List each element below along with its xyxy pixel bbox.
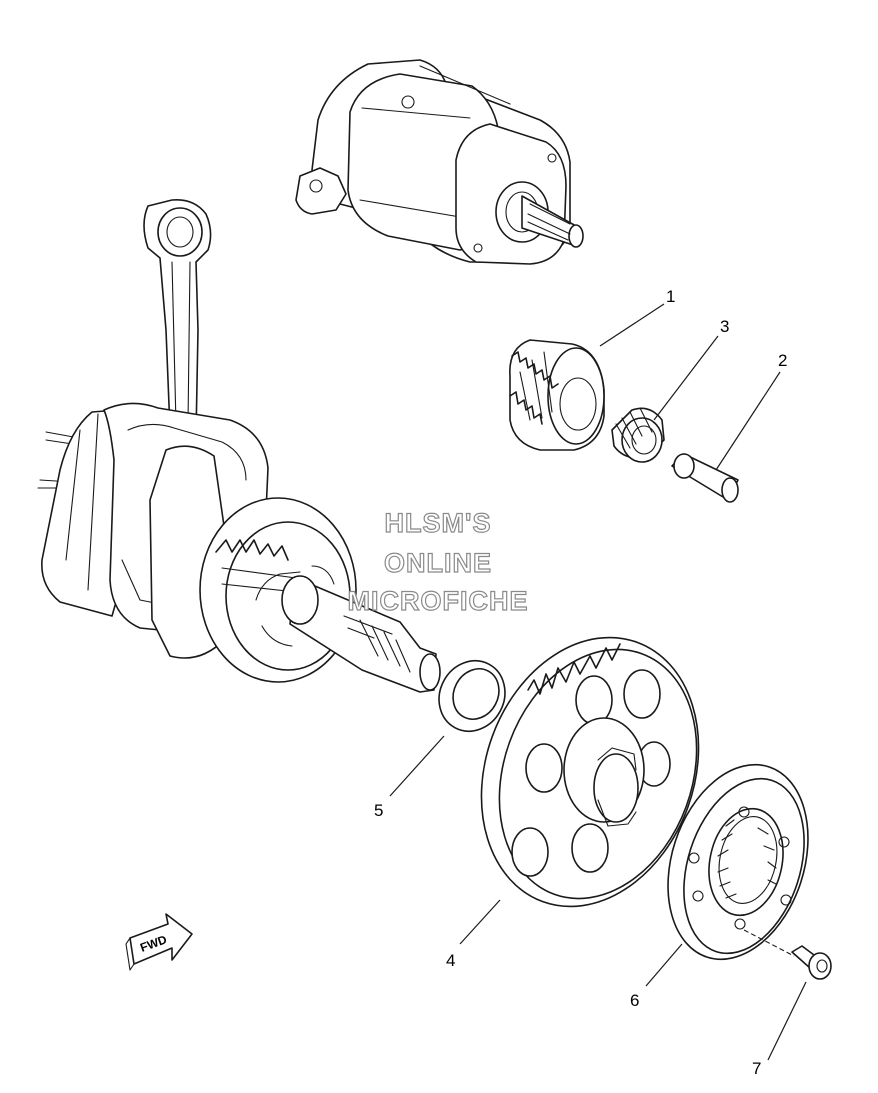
callout-numbers: 1 2 3 4 5 6 7 [374, 287, 787, 1078]
starter-wheel-gear-part-4 [480, 636, 700, 908]
washer-part-5 [438, 660, 506, 732]
watermark: HLSM'S ONLINE MICROFICHE [347, 507, 529, 616]
watermark-line-1: HLSM'S [385, 508, 492, 538]
bolt-part-7 [743, 929, 832, 980]
needle-bearing-part-3 [611, 407, 665, 463]
callout-5[interactable]: 5 [374, 801, 383, 820]
fwd-direction-arrow: FWD [125, 913, 193, 971]
callout-3[interactable]: 3 [720, 317, 729, 336]
crankshaft [37, 198, 441, 693]
watermark-line-3: MICROFICHE [348, 586, 529, 616]
watermark-line-2: ONLINE [384, 548, 492, 578]
callout-1[interactable]: 1 [666, 287, 675, 306]
callout-6[interactable]: 6 [630, 991, 639, 1010]
callout-4[interactable]: 4 [446, 951, 455, 970]
one-way-clutch-part-6 [667, 763, 809, 961]
idle-gear-part-1 [509, 339, 605, 451]
callout-leaders [389, 303, 807, 1061]
pin-part-2 [671, 453, 739, 503]
callout-7[interactable]: 7 [752, 1059, 761, 1078]
starter-motor [295, 59, 584, 265]
callout-2[interactable]: 2 [778, 351, 787, 370]
